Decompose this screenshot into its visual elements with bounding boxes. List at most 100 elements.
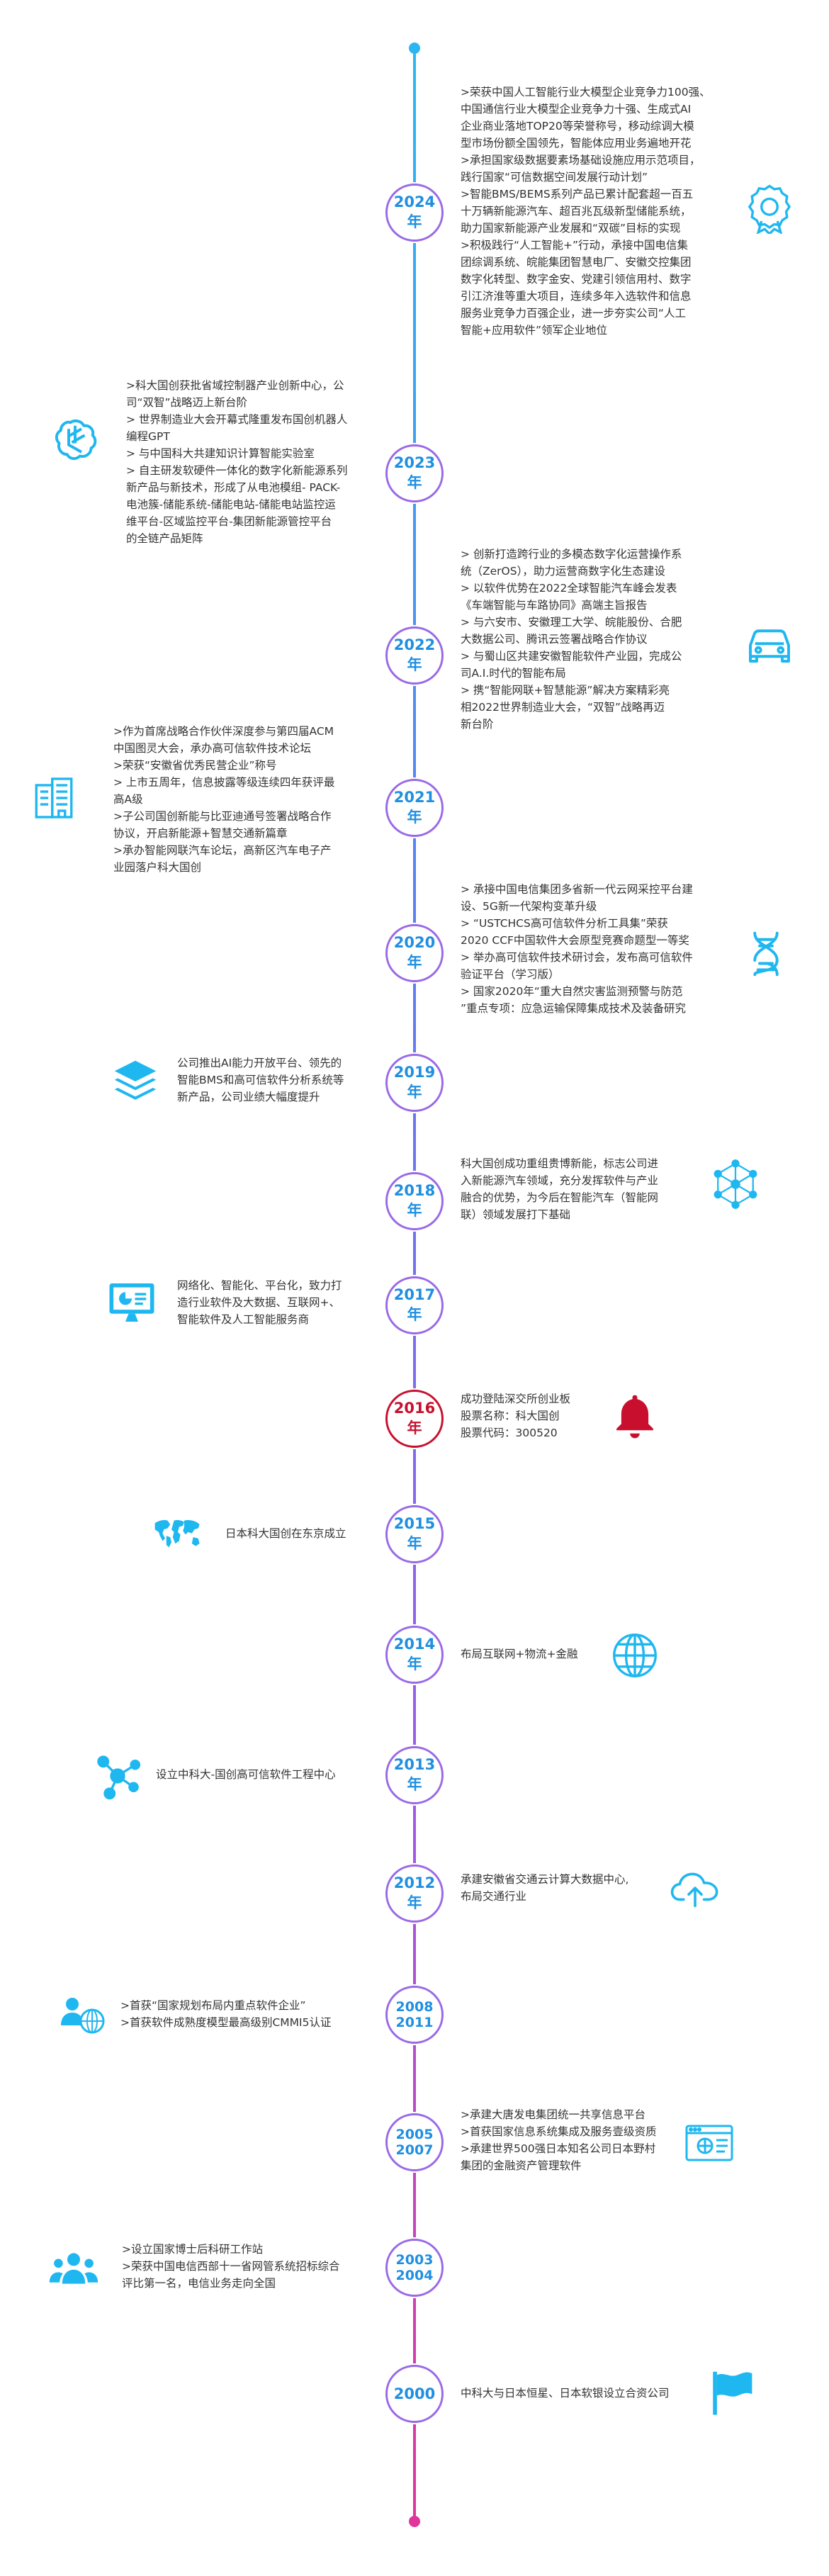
milestone-line: > 与六安市、安徽理工大学、皖能股份、合肥 bbox=[461, 616, 682, 629]
year-text: 2007 bbox=[395, 2142, 434, 2158]
milestone-description: 科大国创成功重组贵博新能，标志公司进入新能源汽车领域，充分发挥软件与产业融合的优… bbox=[461, 1155, 658, 1223]
team-people-icon bbox=[48, 2243, 99, 2294]
milestone-line: 践行国家“可信数据空间发展行动计划” bbox=[461, 171, 648, 184]
year-text: 2020年 bbox=[393, 934, 436, 971]
milestone-line: >首获软件成熟度模型最高级别CMMI5认证 bbox=[120, 2016, 332, 2029]
milestone-line: 布局交通行业 bbox=[461, 1890, 527, 1903]
milestone-description: 成功登陆深交所创业板股票名称：科大国创股票代码：300520 bbox=[461, 1390, 570, 1441]
milestone-line: 科大国创成功重组贵博新能，标志公司进 bbox=[461, 1157, 659, 1170]
year-text: 2004 bbox=[395, 2268, 434, 2283]
milestone-line: 高A级 bbox=[113, 793, 143, 806]
milestone-line: ”重点专项：应急运输保障集成技术及装备研究 bbox=[461, 1002, 687, 1015]
milestone-line: > 与中国科大共建知识计算智能实验室 bbox=[126, 447, 315, 460]
milestone-line: 评比第一名，电信业务走向全国 bbox=[122, 2277, 276, 2290]
milestone-line: > 以软件优势在2022全球智能汽车峰会发表 bbox=[461, 582, 677, 595]
milestone-line: 联）领域发展打下基础 bbox=[461, 1208, 571, 1221]
milestone-line: >智能BMS/BEMS系列产品已累计配套超一百五 bbox=[461, 188, 694, 201]
timeline-start-dot bbox=[409, 43, 420, 54]
milestone-line: 的全链产品矩阵 bbox=[126, 532, 203, 545]
milestone-line: 融合的优势，为今后在智能汽车（智能网 bbox=[461, 1191, 659, 1204]
stacked-layers-icon bbox=[110, 1056, 161, 1107]
year-text: 2017年 bbox=[393, 1286, 436, 1323]
molecule-icon bbox=[92, 1750, 143, 1801]
milestone-line: 布局互联网+物流+金融 bbox=[461, 1648, 578, 1660]
milestone-line: >作为首席战略合作伙伴深度参与第四届ACM bbox=[113, 725, 334, 738]
milestone-line: 智能BMS和高可信软件分析系统等 bbox=[177, 1074, 344, 1086]
milestone-line: 维平台-区域监控平台-集团新能源管控平台 bbox=[126, 515, 332, 528]
milestone-line: 团综调系统、皖能集团智慧电厂、安徽交控集团 bbox=[461, 256, 692, 269]
cloud-upload-icon bbox=[670, 1864, 721, 1915]
year-label: 2013年 bbox=[388, 1756, 441, 1794]
milestone-line: 公司推出AI能力开放平台、领先的 bbox=[177, 1057, 342, 1069]
year-badge: 2024年 bbox=[385, 184, 444, 242]
dna-helix-icon bbox=[740, 928, 791, 979]
milestone-line: 数字化转型、数字金安、党建引领信用村、数字 bbox=[461, 273, 692, 286]
milestone-description: >科大国创获批省域控制器产业创新中心，公司“双智”战略迈上新台阶> 世界制造业大… bbox=[126, 377, 347, 547]
milestone-line: >承建大唐发电集团统一共享信息平台 bbox=[461, 2108, 645, 2121]
year-text: 2019年 bbox=[393, 1064, 436, 1101]
milestone-line: >承担国家级数据要素场基础设施应用示范项目， bbox=[461, 154, 701, 167]
milestone-description: 设立中科大-国创高可信软件工程中心 bbox=[156, 1766, 336, 1783]
milestone-line: 日本科大国创在东京成立 bbox=[225, 1527, 346, 1540]
milestone-line: 十万辆新能源汽车、超百兆瓦级新型储能系统， bbox=[461, 205, 692, 218]
year-text: 2008 bbox=[395, 1999, 434, 2015]
milestone-line: >首获国家信息系统集成及服务壹级资质 bbox=[461, 2125, 657, 2138]
office-building-icon bbox=[28, 772, 79, 823]
year-badge: 2016年 bbox=[385, 1390, 444, 1448]
milestone-line: > 携“智能网联+智慧能源”解决方案精彩亮 bbox=[461, 684, 670, 697]
year-label: 2012年 bbox=[388, 1874, 441, 1913]
year-text: 2021年 bbox=[393, 789, 436, 826]
milestone-description: >首获“国家规划布局内重点软件企业”>首获软件成熟度模型最高级别CMMI5认证 bbox=[120, 1997, 332, 2031]
milestone-description: >荣获中国人工智能行业大模型企业竞争力100强、中国通信行业大模型企业竞争力十强… bbox=[461, 84, 711, 339]
milestone-line: 《车端智能与车路协同》高端主旨报告 bbox=[461, 599, 648, 612]
milestone-line: 集团的金融资产管理软件 bbox=[461, 2159, 582, 2172]
milestone-line: > 国家2020年“重大自然灾害监测预警与防范 bbox=[461, 985, 683, 998]
milestone-line: 验证平台（学习版） bbox=[461, 968, 560, 981]
milestone-line: 助力国家新能源产业发展和“双碳”目标的实现 bbox=[461, 222, 681, 235]
milestone-line: 中科大与日本恒星、日本软银设立合资公司 bbox=[461, 2387, 670, 2400]
milestone-line: 协议，开启新能源+智慧交通新篇章 bbox=[113, 827, 288, 840]
milestone-line: > 上市五周年，信息披露等级连续四年获评最 bbox=[113, 776, 335, 789]
year-badge: 2000 bbox=[385, 2365, 444, 2423]
year-text: 2013年 bbox=[393, 1756, 436, 1793]
milestone-line: 设立中科大-国创高可信软件工程中心 bbox=[156, 1768, 336, 1781]
milestone-line: > “USTCHCS高可信软件分析工具集”荣获 bbox=[461, 917, 668, 930]
year-badge: 2023年 bbox=[385, 444, 444, 502]
milestone-line: >积极践行“人工智能+”行动，承接中国电信集 bbox=[461, 239, 689, 252]
milestone-description: 日本科大国创在东京成立 bbox=[225, 1525, 346, 1542]
milestone-line: 智能+应用软件”领军企业地位 bbox=[461, 324, 608, 337]
year-text: 2016年 bbox=[393, 1400, 436, 1436]
year-label: 2020年 bbox=[388, 934, 441, 972]
milestone-line: 设、5G新一代架构变革升级 bbox=[461, 900, 597, 913]
year-label: 2016年 bbox=[388, 1400, 441, 1438]
year-label: 2015年 bbox=[388, 1515, 441, 1553]
milestone-line: > 创新打造跨行业的多模态数字化运营操作系 bbox=[461, 548, 682, 561]
year-text: 2005 bbox=[395, 2127, 434, 2142]
year-label: 2018年 bbox=[388, 1182, 441, 1220]
milestone-line: 新产品与新技术，形成了从电池模组- PACK- bbox=[126, 481, 341, 494]
year-text: 2024年 bbox=[393, 193, 436, 230]
year-label: 2024年 bbox=[388, 193, 441, 232]
year-text: 2000 bbox=[393, 2385, 436, 2402]
milestone-line: 司A.I.时代的智能布局 bbox=[461, 667, 566, 680]
milestone-line: > 举办高可信软件技术研讨会，发布高可信软件 bbox=[461, 951, 693, 964]
people-globe-icon bbox=[57, 1990, 108, 2041]
presentation-monitor-icon bbox=[106, 1277, 157, 1328]
milestone-line: 造行业软件及大数据、互联网+、 bbox=[177, 1296, 340, 1309]
milestone-line: > 自主研发软硬件一体化的数字化新能源系列 bbox=[126, 464, 348, 477]
milestone-description: >设立国家博士后科研工作站>荣获中国电信西部十一省网管系统招标综合评比第一名，电… bbox=[122, 2241, 340, 2292]
year-text: 2011 bbox=[395, 2015, 434, 2030]
year-label: 2023年 bbox=[388, 454, 441, 493]
year-label: 2021年 bbox=[388, 789, 441, 827]
year-badge: 2021年 bbox=[385, 779, 444, 837]
year-text: 2022年 bbox=[393, 636, 436, 673]
year-text: 2012年 bbox=[393, 1874, 436, 1911]
network-hexagon-icon bbox=[710, 1159, 761, 1210]
award-ribbon-icon bbox=[744, 183, 795, 234]
year-badge: 2018年 bbox=[385, 1172, 444, 1230]
year-badge: 2015年 bbox=[385, 1505, 444, 1563]
milestone-description: > 创新打造跨行业的多模态数字化运营操作系统（ZerOS），助力运营商数字化生态… bbox=[461, 546, 682, 733]
